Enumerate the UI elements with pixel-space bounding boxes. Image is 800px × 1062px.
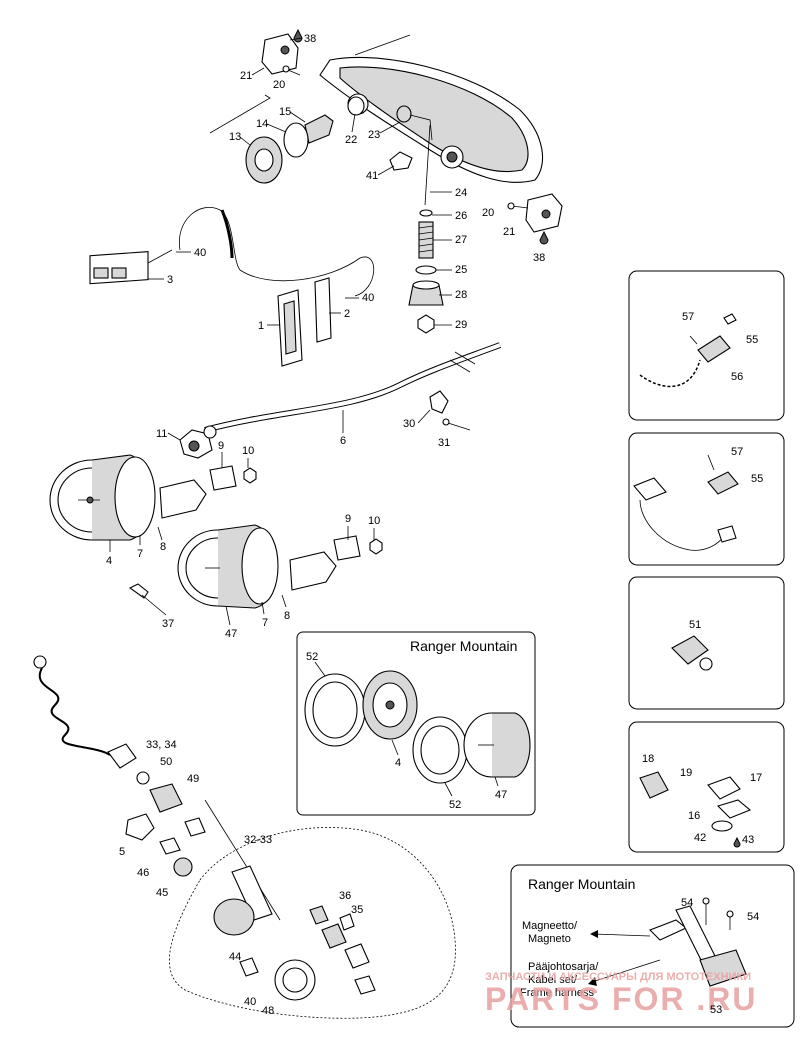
callout-2: 2	[344, 308, 350, 320]
callout-52: 52	[449, 799, 461, 811]
callout-46: 46	[137, 867, 149, 879]
callout-55: 55	[751, 473, 763, 485]
panel-fuel-sender	[628, 721, 785, 853]
callout-51: 51	[689, 619, 701, 631]
callout-5: 5	[119, 846, 125, 858]
callout-50: 50	[160, 756, 172, 768]
wiring-harness	[89, 207, 375, 367]
callout-54: 54	[681, 897, 693, 909]
callout-17: 17	[750, 772, 762, 784]
callout-33-34: 33, 34	[146, 739, 177, 751]
callout-29: 29	[455, 319, 467, 331]
callout-22: 22	[345, 134, 357, 146]
callout-40: 40	[194, 247, 206, 259]
harness-label-line3: Frame harness	[520, 987, 594, 999]
callout-49: 49	[187, 773, 199, 785]
callout-52: 52	[306, 651, 318, 663]
ranger-mountain-gauge-panel: Ranger Mountain	[296, 631, 536, 816]
leader-lines	[109, 37, 499, 797]
callout-37: 37	[162, 618, 174, 630]
gauge-panel-title: Ranger Mountain	[410, 638, 517, 654]
callout-10: 10	[368, 515, 380, 527]
callout-40: 40	[244, 996, 256, 1008]
callout-43: 43	[742, 834, 754, 846]
callout-56: 56	[731, 371, 743, 383]
callout-16: 16	[688, 810, 700, 822]
callout-41: 41	[366, 170, 378, 182]
speedometer-cable	[204, 342, 502, 433]
callout-8: 8	[160, 541, 166, 553]
callout-9: 9	[218, 440, 224, 452]
panel-ignition-key	[628, 576, 785, 710]
callout-20: 20	[482, 207, 494, 219]
callout-19: 19	[680, 767, 692, 779]
callout-36: 36	[339, 890, 351, 902]
callout-20: 20	[273, 79, 285, 91]
callout-8: 8	[284, 610, 290, 622]
callout-21: 21	[240, 70, 252, 82]
callout-6: 6	[340, 435, 346, 447]
callout-47: 47	[225, 628, 237, 640]
callout-7: 7	[262, 617, 268, 629]
callout-27: 27	[455, 234, 467, 246]
magneto-label-line1: Magneetto/	[522, 920, 578, 932]
callout-31: 31	[438, 437, 450, 449]
callout-48: 48	[262, 1005, 274, 1017]
callout-30: 30	[403, 418, 415, 430]
callout-4: 4	[106, 555, 112, 567]
callout-38: 38	[304, 33, 316, 45]
callout-18: 18	[642, 753, 654, 765]
callout-7: 7	[137, 548, 143, 560]
callout-42: 42	[694, 832, 706, 844]
callout-54: 54	[747, 911, 759, 923]
callout-40: 40	[362, 292, 374, 304]
callout-57: 57	[731, 446, 743, 458]
callout-35: 35	[351, 904, 363, 916]
callout-13: 13	[229, 131, 241, 143]
ranger-mountain-regulator-panel: Ranger Mountain Magneetto/ Magneto Pääjo…	[510, 864, 795, 1028]
callout-32-33: 32-33	[244, 834, 272, 846]
watermark-top-text: ЗАПЧАСТИ И АКСЕССУАРЫ ДЛЯ МОТОТЕХНИКИ	[485, 971, 751, 983]
harness-label-line1: Pääjohtosarja/	[528, 961, 599, 973]
callout-21: 21	[503, 226, 515, 238]
callout-23: 23	[368, 129, 380, 141]
callout-55: 55	[746, 334, 758, 346]
watermark: ЗАПЧАСТИ И АКСЕССУАРЫ ДЛЯ МОТОТЕХНИКИ PA…	[485, 971, 758, 1017]
regulator-panel-title: Ranger Mountain	[528, 876, 635, 892]
callout-3: 3	[167, 274, 173, 286]
harness-label-line2: Kabel set/	[528, 974, 578, 986]
callout-24: 24	[455, 187, 467, 199]
callout-layer: 38 21 20 15 14 13 22 23 41 24 20 26 21 2…	[106, 33, 763, 1017]
callout-57: 57	[682, 311, 694, 323]
gauge-assembly-1	[49, 425, 257, 541]
callout-28: 28	[455, 289, 467, 301]
callout-15: 15	[279, 106, 291, 118]
callout-1: 1	[258, 320, 264, 332]
panel-heater-switch	[628, 270, 785, 421]
callout-14: 14	[256, 118, 268, 130]
callout-44: 44	[229, 951, 241, 963]
headlight-assembly	[209, 28, 563, 334]
callout-26: 26	[455, 210, 467, 222]
callout-53: 53	[710, 1004, 722, 1016]
callout-9: 9	[345, 513, 351, 525]
callout-45: 45	[156, 887, 168, 899]
callout-11: 11	[156, 428, 167, 440]
watermark-logo: PARTS FOR .RU	[485, 981, 758, 1017]
lower-switch-group	[33, 655, 456, 1019]
gauge-assembly-2	[128, 524, 383, 609]
panel-heater-harness	[628, 432, 785, 566]
magneto-label-line2: Magneto	[528, 933, 571, 945]
callout-38: 38	[533, 252, 545, 264]
callout-10: 10	[242, 445, 254, 457]
callout-47: 47	[495, 789, 507, 801]
callout-25: 25	[455, 264, 467, 276]
callout-4: 4	[395, 757, 401, 769]
